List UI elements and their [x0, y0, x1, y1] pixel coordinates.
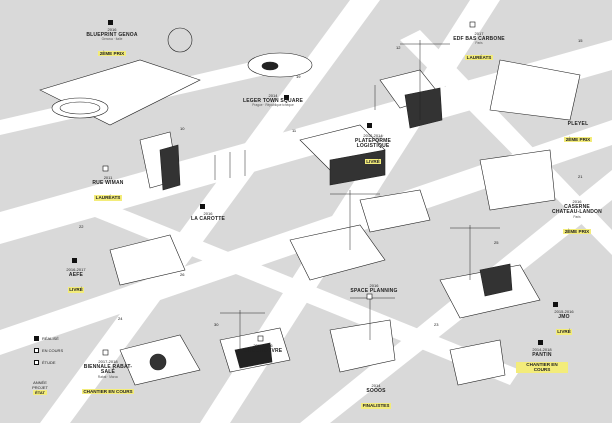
project-status: 2ÈME PRIX	[563, 228, 591, 235]
legend-item-realise: RÉALISÉ	[34, 336, 59, 342]
project-year: 2016	[572, 199, 582, 204]
project-year: 2016	[203, 211, 213, 216]
project-label-caserne[interactable]: 2016 CASERNE CHATEAU-LANDON Paris 2ÈME P…	[552, 199, 602, 238]
legend-swatch-dot-icon	[34, 348, 39, 354]
map-number: 24	[118, 316, 123, 321]
project-name: CASERNE CHATEAU-LANDON	[552, 203, 602, 216]
project-year: 2016	[107, 27, 117, 32]
project-year: 2012-2014	[363, 133, 383, 138]
project-label-plateforme[interactable]: 2012-2014 PLATEFORME LOGISTIQUE LIVRÉ	[344, 133, 402, 168]
project-status: 2ÈME PRIX	[564, 136, 592, 143]
project-name: EDF BAS CARBONE	[453, 35, 505, 42]
project-label-space[interactable]: 2016 SPACE PLANNING	[344, 283, 404, 294]
legend-key: ANNÉE PROJET ÉTAT	[26, 380, 54, 395]
legend-swatch-empty-icon	[34, 360, 39, 366]
map-number: 21	[578, 174, 583, 179]
map-number: 25	[494, 240, 499, 245]
map-number: 19	[296, 74, 301, 79]
legend-item-etude: ÉTUDE	[34, 360, 56, 366]
project-status: LIVRÉ	[364, 159, 382, 165]
project-name: BLUEPRINT GENOA	[86, 31, 138, 38]
project-name: SPACE PLANNING	[350, 287, 398, 294]
project-year: 2015-2016	[253, 343, 273, 348]
legend-label: RÉALISÉ	[42, 336, 59, 341]
project-desc: Paris	[475, 41, 483, 46]
project-status: CHANTIER EN COURS	[81, 388, 135, 395]
legend-label: ÉTUDE	[42, 360, 56, 365]
wind-turbines	[214, 85, 376, 180]
project-status: LAURÉATS	[94, 195, 122, 201]
project-name: PANTIN	[532, 351, 552, 358]
project-year: 2016-2017	[66, 267, 86, 272]
map-number: 15	[578, 38, 583, 43]
project-label-bienale[interactable]: 2017-2018 BIENNALE RABAT-SALÉ Rabat · Ma…	[80, 359, 136, 398]
project-label-aefe[interactable]: 2016-2017 AEFE LIVRÉ	[52, 267, 100, 297]
project-status: LIVRÉ	[555, 329, 573, 335]
project-desc: Paris	[573, 215, 581, 220]
project-desc: Prague · République tchèque	[252, 103, 294, 108]
project-label-pantin[interactable]: 2014-2018 PANTIN CHANTIER EN COURS	[516, 347, 568, 377]
project-name: PLATEFORME LOGISTIQUE	[354, 137, 392, 150]
project-name: AEFE	[68, 271, 84, 278]
project-label-edf[interactable]: 2017 EDF BAS CARBONE Paris LAURÉATS	[450, 31, 508, 64]
project-year: 2014	[371, 383, 381, 388]
project-name: BIENNALE RABAT-SALÉ	[83, 363, 133, 376]
project-status: LIVRÉ	[67, 287, 85, 293]
map-number: 22	[79, 224, 84, 229]
legend-item-encours: EN COURS	[34, 348, 64, 354]
project-status: LAURÉATS	[465, 55, 493, 61]
project-name: RUE WIMAN	[92, 179, 124, 186]
project-label-groorouvre[interactable]: 2015-2016 GROOROUVRE	[240, 343, 286, 354]
project-status: 2ÈME PRIX	[98, 51, 126, 57]
project-name: LEGER TOWN SQUARE	[243, 97, 303, 104]
project-label-jmo[interactable]: 2015-2016 JMO LIVRÉ	[544, 309, 584, 339]
project-year: 2017-2018	[98, 359, 118, 364]
map-number: 26	[180, 272, 185, 277]
project-label-rue[interactable]: 2011 RUE WIMAN LAURÉATS	[86, 175, 130, 205]
project-status: FINALISTES	[361, 403, 391, 409]
project-label-pleyel[interactable]: PLEYEL 2ÈME PRIX	[556, 121, 600, 146]
map-number: 23	[434, 322, 439, 327]
map-number: 10	[180, 126, 185, 131]
project-status: CHANTIER EN COURS	[516, 362, 568, 373]
project-name: SOOOS	[366, 387, 386, 394]
buildings	[39, 27, 581, 386]
legend-key-year: ANNÉE	[33, 380, 47, 385]
legend-swatch-filled-icon	[34, 336, 39, 342]
project-year: 2014-2018	[532, 347, 552, 352]
legend-key-status: ÉTAT	[33, 390, 47, 395]
project-year: 2017	[474, 31, 484, 36]
project-desc: Rabat · Maroc	[97, 375, 119, 380]
project-year: 2015-2016	[554, 309, 574, 314]
project-name: LA CAROTTE	[190, 215, 226, 222]
legend-key-project: PROJET	[32, 385, 48, 390]
project-name: JMO	[558, 313, 570, 320]
project-label-blueprint[interactable]: 2016 BLUEPRINT GENOA Genova · Italie 2ÈM…	[84, 27, 140, 60]
project-label-carotte[interactable]: 2016 LA CAROTTE	[186, 211, 230, 222]
cranes	[220, 40, 500, 350]
project-label-sooos[interactable]: 2014 SOOOS FINALISTES	[354, 383, 398, 413]
map-number: 11	[292, 128, 297, 133]
project-year: 2014	[268, 93, 278, 98]
project-year: 2016	[369, 283, 379, 288]
map-number: 30	[214, 322, 219, 327]
project-name: PLEYEL	[567, 121, 589, 127]
project-label-leger[interactable]: 2014 LEGER TOWN SQUARE Prague · Républiq…	[240, 93, 306, 108]
map-number: 12	[396, 45, 401, 50]
project-year: 2011	[103, 175, 113, 180]
legend-label: EN COURS	[42, 348, 64, 353]
project-name: GROOROUVRE	[243, 347, 283, 354]
project-desc: Genova · Italie	[101, 37, 123, 42]
project-markers	[72, 20, 558, 356]
